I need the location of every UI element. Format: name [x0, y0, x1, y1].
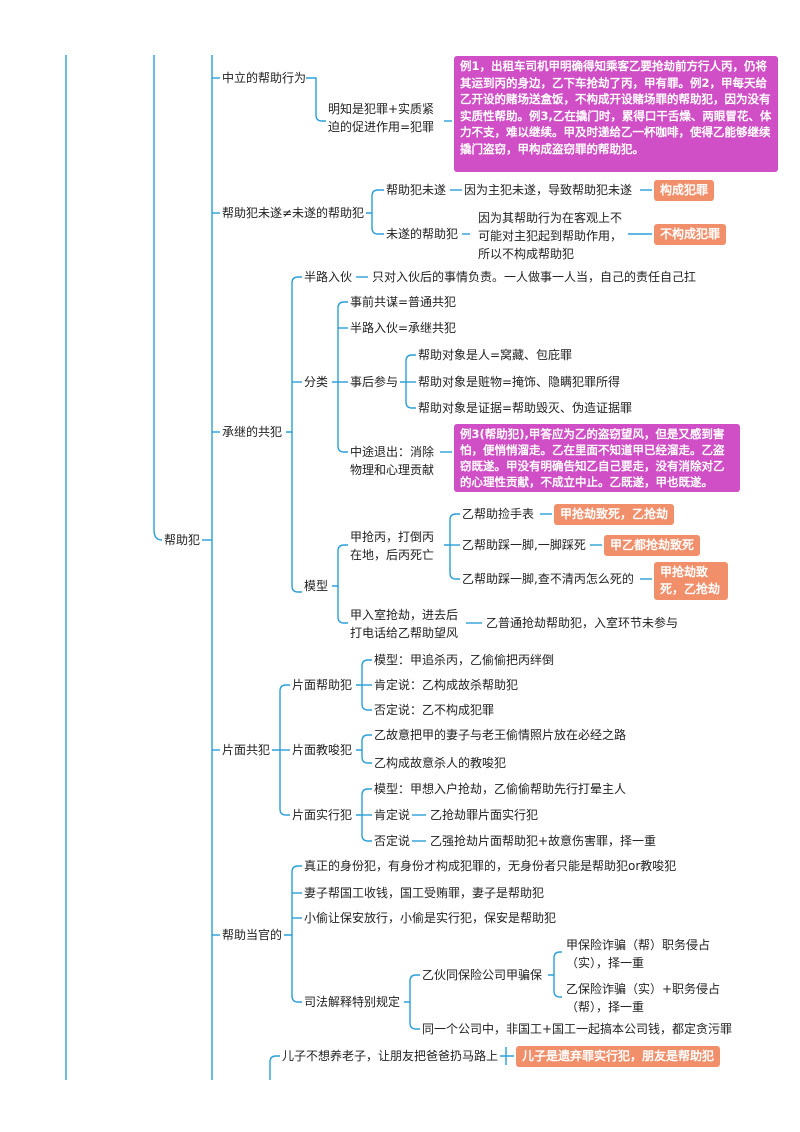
root-node: 帮助犯 — [164, 533, 201, 547]
node-post-participation: 事后参与 — [350, 375, 399, 389]
node-official-2: 妻子帮国工收钱，国工受贿罪，妻子是帮助犯 — [304, 886, 545, 900]
node-post-stolen: 帮助对象是赃物=掩饰、隐瞒犯罪所得 — [418, 375, 621, 389]
node-post-person: 帮助对象是人=窝藏、包庇罪 — [418, 348, 573, 362]
node-model-home-robbery: 甲入室抢劫，进去后打电话给乙帮助望风 — [350, 608, 459, 640]
node-post-evidence: 帮助对象是证据=帮助毁灭、伪造证据罪 — [418, 401, 633, 415]
node-insurance-a2: 乙保险诈骗（实）+职务侵占（帮），择一重 — [566, 982, 721, 1014]
node-embezzlement: 同一个公司中，非国工+国工一起搞本公司钱，都定贪污罪 — [422, 1022, 733, 1036]
node-exec-deny-desc: 乙强抢劫片面帮助犯+故意伤害罪，择一重 — [430, 834, 657, 848]
node-abandon-father: 儿子不想养老子，让朋友把爸爸扔马路上 — [282, 1049, 499, 1063]
node-successive: 承继的共犯 — [222, 425, 283, 439]
node-help-deny: 否定说：乙不构成犯罪 — [374, 703, 495, 717]
node-insurance-fraud: 乙伙同保险公司甲骗保 — [422, 968, 543, 982]
node-attempt: 帮助犯未遂≠未遂的帮助犯 — [222, 206, 365, 220]
node-pick-watch: 乙帮助捡手表 — [462, 507, 535, 521]
tag-kick-unknown: 甲抢劫致死，乙抢劫 — [654, 562, 728, 600]
node-quit-midway: 中途退出：消除物理和心理贡献 — [350, 445, 435, 477]
node-neutral-rule: 明知是犯罪+实质紧迫的促进作用=犯罪 — [328, 102, 435, 134]
node-exec-model: 模型：甲想入户抢劫，乙偷偷帮助先行打晕主人 — [374, 782, 627, 796]
tag-constitutes-crime: 构成犯罪 — [654, 180, 715, 201]
node-official-1: 真正的身份犯，有身份才构成犯罪的，无身份者只能是帮助犯or教唆犯 — [304, 859, 677, 873]
node-neutral-help: 中立的帮助行为 — [222, 71, 307, 85]
node-home-robbery-desc: 乙普通抢劫帮助犯，入室环节未参与 — [486, 616, 679, 630]
node-midway-successive: 半路入伙=承继共犯 — [350, 321, 457, 335]
node-pre-conspiracy: 事前共谋=普通共犯 — [350, 295, 457, 309]
node-judicial-rule: 司法解释特别规定 — [304, 995, 401, 1009]
node-exec-affirm: 肯定说 — [374, 808, 411, 822]
node-unilateral-instigate: 片面教唆犯 — [292, 743, 353, 757]
node-model-robbery-death: 甲抢丙，打倒丙在地，后丙死亡 — [350, 530, 435, 562]
node-classify: 分类 — [304, 375, 329, 389]
node-help-official: 帮助当官的 — [222, 928, 283, 942]
tag-kick-death: 甲乙都抢劫致死 — [604, 535, 701, 556]
node-exec-deny: 否定说 — [374, 834, 411, 848]
node-official-3: 小偷让保安放行，小偷是实行犯，保安是帮助犯 — [304, 911, 557, 925]
node-midway-join: 半路入伙 — [304, 270, 353, 284]
node-kick-unknown: 乙帮助踩一脚,查不清丙怎么死的 — [462, 572, 634, 586]
node-instigate-1: 乙故意把甲的妻子与老王偷情照片放在必经之路 — [374, 728, 627, 742]
node-help-affirm: 肯定说：乙构成故杀帮助犯 — [374, 678, 519, 692]
node-help-model: 模型：甲追杀丙，乙偷偷把丙绊倒 — [374, 653, 555, 667]
tag-pick-watch: 甲抢劫致死，乙抢劫 — [554, 504, 675, 525]
node-midway-desc: 只对入伙后的事情负责。一人做事一人当，自己的责任自己扛 — [372, 270, 697, 284]
node-unilateral-exec: 片面实行犯 — [292, 808, 353, 822]
node-helper-attempt: 帮助犯未遂 — [386, 183, 447, 197]
node-unilateral: 片面共犯 — [222, 743, 271, 757]
example-box-neutral: 例1，出租车司机甲明确得知乘客乙要抢劫前方行人丙，仍将其运到丙的身边，乙下车抢劫… — [454, 56, 778, 172]
node-exec-affirm-desc: 乙抢劫罪片面实行犯 — [430, 808, 539, 822]
node-insurance-a1: 甲保险诈骗（帮）职务侵占（实），择一重 — [566, 938, 711, 970]
example-box-quit: 例3(帮助犯),甲答应为乙的盗窃望风，但是又感到害怕，便悄悄溜走。乙在里面不知道… — [454, 424, 740, 492]
node-unilateral-help: 片面帮助犯 — [292, 678, 353, 692]
tag-not-crime: 不构成犯罪 — [654, 224, 727, 245]
tag-abandonment: 儿子是遗弃罪实行犯，朋友是帮助犯 — [516, 1046, 721, 1067]
node-instigate-2: 乙构成故意杀人的教唆犯 — [374, 756, 507, 770]
node-attempted-helper-reason: 因为其帮助行为在客观上不可能对主犯起到帮助作用，所以不构成帮助犯 — [478, 211, 623, 261]
node-helper-attempt-reason: 因为主犯未遂，导致帮助犯未遂 — [464, 183, 633, 197]
node-attempted-helper: 未遂的帮助犯 — [386, 227, 459, 241]
node-kick-death: 乙帮助踩一脚,一脚踩死 — [462, 538, 586, 552]
node-model: 模型 — [304, 579, 329, 593]
